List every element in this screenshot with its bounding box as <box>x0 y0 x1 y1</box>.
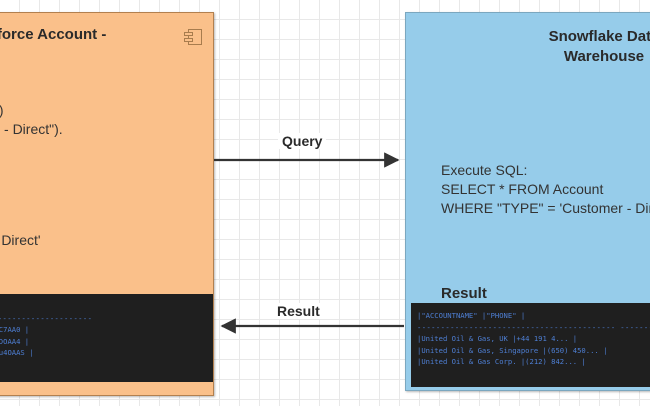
terminal-row: |Customer - Direct |0018Y00000FC1C7AA0 | <box>0 325 30 334</box>
terminal-header-row: |"ACCOUNTNAME" |"PHONE" | <box>417 311 526 320</box>
node-snowflake[interactable]: Snowflake Data Warehouse Execute SQL: SE… <box>405 12 650 391</box>
terminal-row: |Customer - Direct |0018Y00000FCTDOAA4 | <box>0 336 30 346</box>
terminal-row: |Customer - Direct |0018Y000001BGu4OAAS … <box>0 348 34 357</box>
terminal-output-salesforce: |"TYPE" |"SFDCID" | --------------------… <box>0 294 213 382</box>
terminal-header-row: |"TYPE" |"SFDCID" | <box>0 301 213 313</box>
node-snowflake-result-label: Result <box>441 285 487 302</box>
node-salesforce-detail: TYPE = 'Customer - Direct' <box>1 232 41 248</box>
node-salesforce-title: Salesforce Account - <box>0 26 107 43</box>
node-snowflake-sql-text: Execute SQL: SELECT * FROM Account WHERE… <box>441 162 650 216</box>
terminal-separator: ---------------------- -----------------… <box>0 313 93 323</box>
terminal-row: |United Oil & Gas Corp. |(212) 842... | <box>417 357 586 366</box>
edge-label-result: Result <box>273 303 324 319</box>
terminal-output-snowflake: |"ACCOUNTNAME" |"PHONE" | --------------… <box>411 303 650 387</box>
node-salesforce-description: Query the "Account") object for "Custome… <box>0 102 63 137</box>
terminal-separator: ----------------------------------------… <box>417 322 650 332</box>
terminal-row: |United Oil & Gas, UK |+44 191 4... | <box>417 334 578 343</box>
terminal-row: |United Oil & Gas, Singapore |(650) 450.… <box>417 345 608 355</box>
uml-component-icon <box>184 29 203 45</box>
edge-label-query: Query <box>278 133 327 149</box>
node-snowflake-title: Snowflake Data Warehouse <box>548 28 650 65</box>
